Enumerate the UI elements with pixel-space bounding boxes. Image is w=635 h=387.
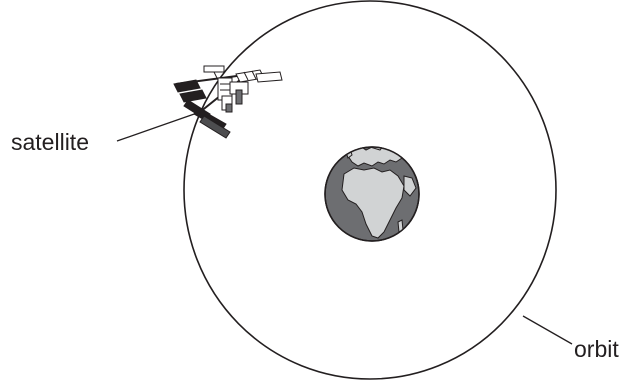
satellite-station <box>174 66 282 138</box>
satellite-leader-line <box>117 112 200 141</box>
earth-globe <box>325 143 419 241</box>
orbit-label: orbit <box>574 336 619 362</box>
satellite-label: satellite <box>11 129 89 155</box>
orbit-leader-line <box>523 316 572 344</box>
